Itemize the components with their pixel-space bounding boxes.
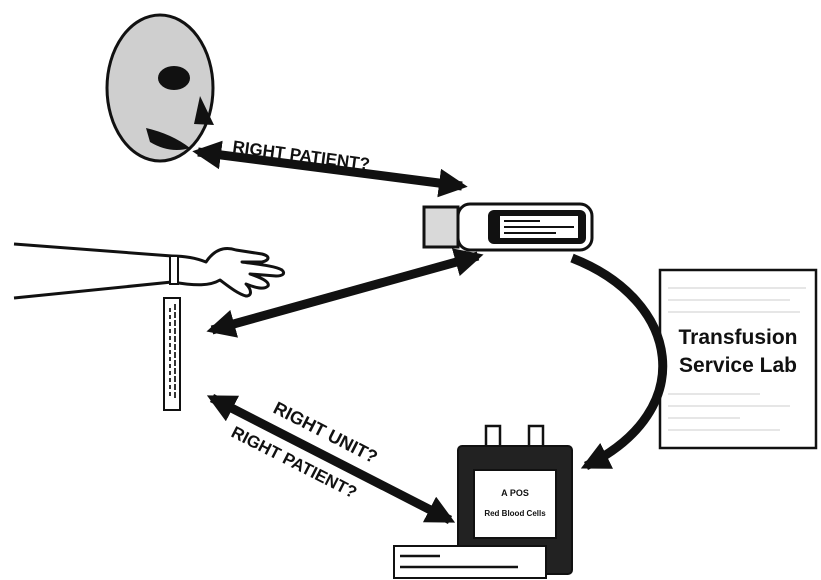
tube-to-bag-curved-arrow [570, 253, 668, 471]
bag-label-blood-type: A POS [501, 488, 529, 498]
patient-head-icon [105, 13, 215, 163]
patient-arm-icon [13, 242, 286, 300]
wristband-to-tube-arrow [206, 248, 484, 338]
bag-label-product: Red Blood Cells [484, 509, 546, 518]
lab-title-line1: Transfusion [678, 326, 797, 349]
head-to-tube-arrow [192, 140, 468, 198]
blood-sample-tube-icon [422, 202, 594, 252]
wristband-to-bag-arrow [206, 393, 456, 525]
blood-bag-icon: A POS Red Blood Cells [393, 424, 573, 579]
lab-document-icon: Transfusion Service Lab [658, 268, 818, 450]
lab-title-line2: Service Lab [679, 354, 797, 377]
wristband-icon [163, 255, 181, 411]
